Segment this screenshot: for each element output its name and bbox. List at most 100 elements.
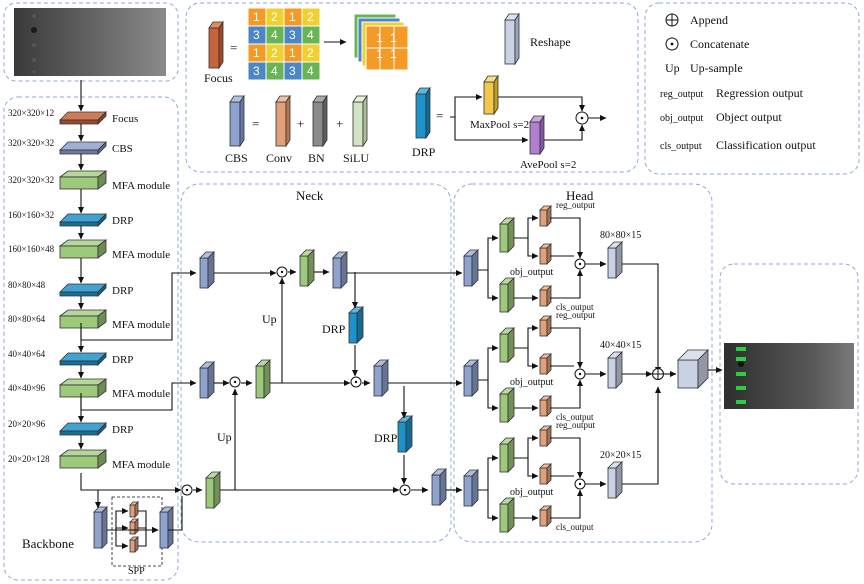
maxpool-in-arrow xyxy=(450,94,483,118)
cbs-icon xyxy=(229,94,245,148)
focus-grid-cell: 3 xyxy=(247,61,267,81)
head-branch-size: 40×40×15 xyxy=(600,340,641,351)
head-reg-label: reg_output xyxy=(556,200,595,210)
backbone-layer-name: DRP xyxy=(112,354,133,366)
head-reg-conv xyxy=(539,425,552,447)
obj-label: Object output xyxy=(716,110,782,124)
focus-grid-number: 1 xyxy=(253,46,260,60)
focus-grid-cell: 4 xyxy=(301,61,321,81)
input-image-panel xyxy=(3,2,179,82)
legend-drp-label: DRP xyxy=(412,145,436,159)
maxpool-out-arrow xyxy=(498,96,585,112)
append-label: Append xyxy=(690,13,728,27)
head-wire-up xyxy=(478,455,499,491)
legend-maxpool-label: MaxPool s=2 xyxy=(470,119,529,131)
head-obj-label: obj_output xyxy=(510,267,554,278)
head-branch-size: 20×20×15 xyxy=(600,450,641,461)
head-cbs-in xyxy=(463,249,479,287)
head-mfa-upper xyxy=(499,437,515,473)
wire-bb-p4-to-neck xyxy=(80,380,197,411)
drp-block xyxy=(59,283,107,297)
mfa-block xyxy=(58,309,108,329)
drp-block xyxy=(59,352,107,366)
backbone-layer-name: MFA module xyxy=(112,249,170,261)
head-cls-conv xyxy=(539,395,552,417)
neck-drp-1 xyxy=(348,306,364,344)
head-concat xyxy=(574,258,586,270)
output-image xyxy=(724,343,854,409)
focus-grid-cell: 3 xyxy=(283,61,303,81)
backbone-title: Backbone xyxy=(22,536,74,551)
obj-key: obj_output xyxy=(660,113,704,124)
backbone-layer-name: DRP xyxy=(112,285,133,297)
symbol-legend-panel xyxy=(644,2,860,175)
neck-concat-p3 xyxy=(276,266,288,278)
head-concat xyxy=(574,478,586,490)
head-wire-down xyxy=(487,380,499,411)
legend-silu-label: SiLU xyxy=(343,151,369,165)
head-mfa-upper xyxy=(499,217,515,253)
head-wire-reg xyxy=(514,215,539,239)
focus-grid-number: 4 xyxy=(271,64,278,78)
conv-icon xyxy=(275,94,291,148)
drp-icon xyxy=(415,86,431,140)
head-reg-conv xyxy=(539,205,552,227)
backbone-layer-size: 80×80×64 xyxy=(8,314,46,324)
legend-avepool-label: AvePool s=2 xyxy=(520,159,576,171)
legend-concat-icon xyxy=(575,111,589,125)
backbone-layer-size: 20×20×96 xyxy=(8,419,46,429)
legend-reshape-label: Reshape xyxy=(530,35,571,49)
backbone-layer-size: 40×40×96 xyxy=(8,383,46,393)
head-reg-conv xyxy=(539,315,552,337)
avepool-out-arrow xyxy=(544,124,585,141)
head-reshape xyxy=(607,461,623,499)
backbone-layer-name: MFA module xyxy=(112,388,170,400)
head-cbs-in xyxy=(463,469,479,507)
focus-grid-cell: 4 xyxy=(265,25,285,45)
head-wire-up xyxy=(478,235,499,271)
legend-focus: Focus = xyxy=(204,20,237,85)
neck-panel xyxy=(180,183,452,543)
head-cls-conv xyxy=(539,505,552,527)
maxpool-icon xyxy=(483,74,499,116)
backbone-layer-name: MFA module xyxy=(112,180,170,192)
neck-up-label-1: Up xyxy=(262,312,277,326)
focus-grid-cell: 4 xyxy=(301,25,321,45)
spp-box xyxy=(111,496,163,567)
head-mfa-lower xyxy=(499,277,515,313)
legend-equals-3: = xyxy=(436,108,443,123)
neck-cbs-p3-out xyxy=(332,251,348,289)
backbone-layer-size: 320×320×12 xyxy=(8,108,54,118)
backbone-layer-name: MFA module xyxy=(112,319,170,331)
head-panel xyxy=(453,183,713,543)
legend-plus-1: + xyxy=(297,116,304,131)
neck-mfa-p4 xyxy=(255,359,271,399)
head-wire-down xyxy=(487,490,499,521)
focus-icon xyxy=(208,20,224,70)
head-mfa-upper xyxy=(499,327,515,363)
legend-focus-label: Focus xyxy=(204,71,233,85)
spp-wire-in xyxy=(107,529,129,549)
focus-grid-number: 1 xyxy=(289,10,296,24)
head-wire-reg xyxy=(514,435,539,459)
symbol-legend: Append Concatenate Up Up-sample reg_outp… xyxy=(660,13,816,152)
input-image xyxy=(14,8,166,76)
neck-drp-label-2: DRP xyxy=(374,431,398,445)
backbone-layer-size: 160×160×32 xyxy=(8,210,54,220)
concatenate-label: Concatenate xyxy=(690,37,749,51)
legend-plus-2: + xyxy=(336,116,343,131)
append-icon xyxy=(665,13,679,27)
head-reg-to-concat xyxy=(550,437,583,479)
head-wire-up xyxy=(478,345,499,381)
neck-cbs-p4-out xyxy=(373,359,389,397)
avepool-icon xyxy=(529,114,545,156)
wire-spp-to-concat xyxy=(168,496,183,531)
backbone-layer-size: 320×320×32 xyxy=(8,138,54,148)
legend-conv-label: Conv xyxy=(266,151,292,165)
spp-pool-block xyxy=(129,536,139,553)
